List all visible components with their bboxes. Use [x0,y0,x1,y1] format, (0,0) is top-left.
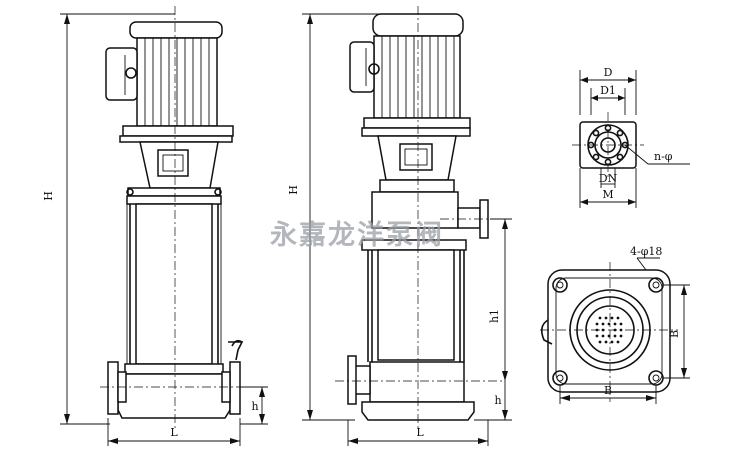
dim-H-left: H [42,191,55,201]
dim-B-bottom: B [604,384,612,397]
dim-H-right: H [287,185,300,195]
left-pump-view: H [42,6,268,446]
dim-DN: DN [599,172,618,185]
dim-h-right: h [494,394,501,407]
dim-D1: D1 [600,84,616,97]
dim-B-right: B [668,330,681,338]
dim-L-right: L [416,426,424,439]
dim-h-left: h [251,400,258,413]
label-holes: 4-φ18 [630,245,662,258]
dim-M: M [602,188,613,201]
dim-L-left: L [170,426,178,439]
label-n-phi: n-φ [654,150,673,163]
flange-detail: D D1 n-φ DN M [572,66,690,208]
dim-D: D [604,66,613,79]
base-plan-view: 4-φ18 B [540,245,690,404]
dim-h1: h1 [488,309,501,323]
middle-pump-view: H [287,6,512,446]
watermark: 永嘉龙洋泵阀 [269,219,444,251]
